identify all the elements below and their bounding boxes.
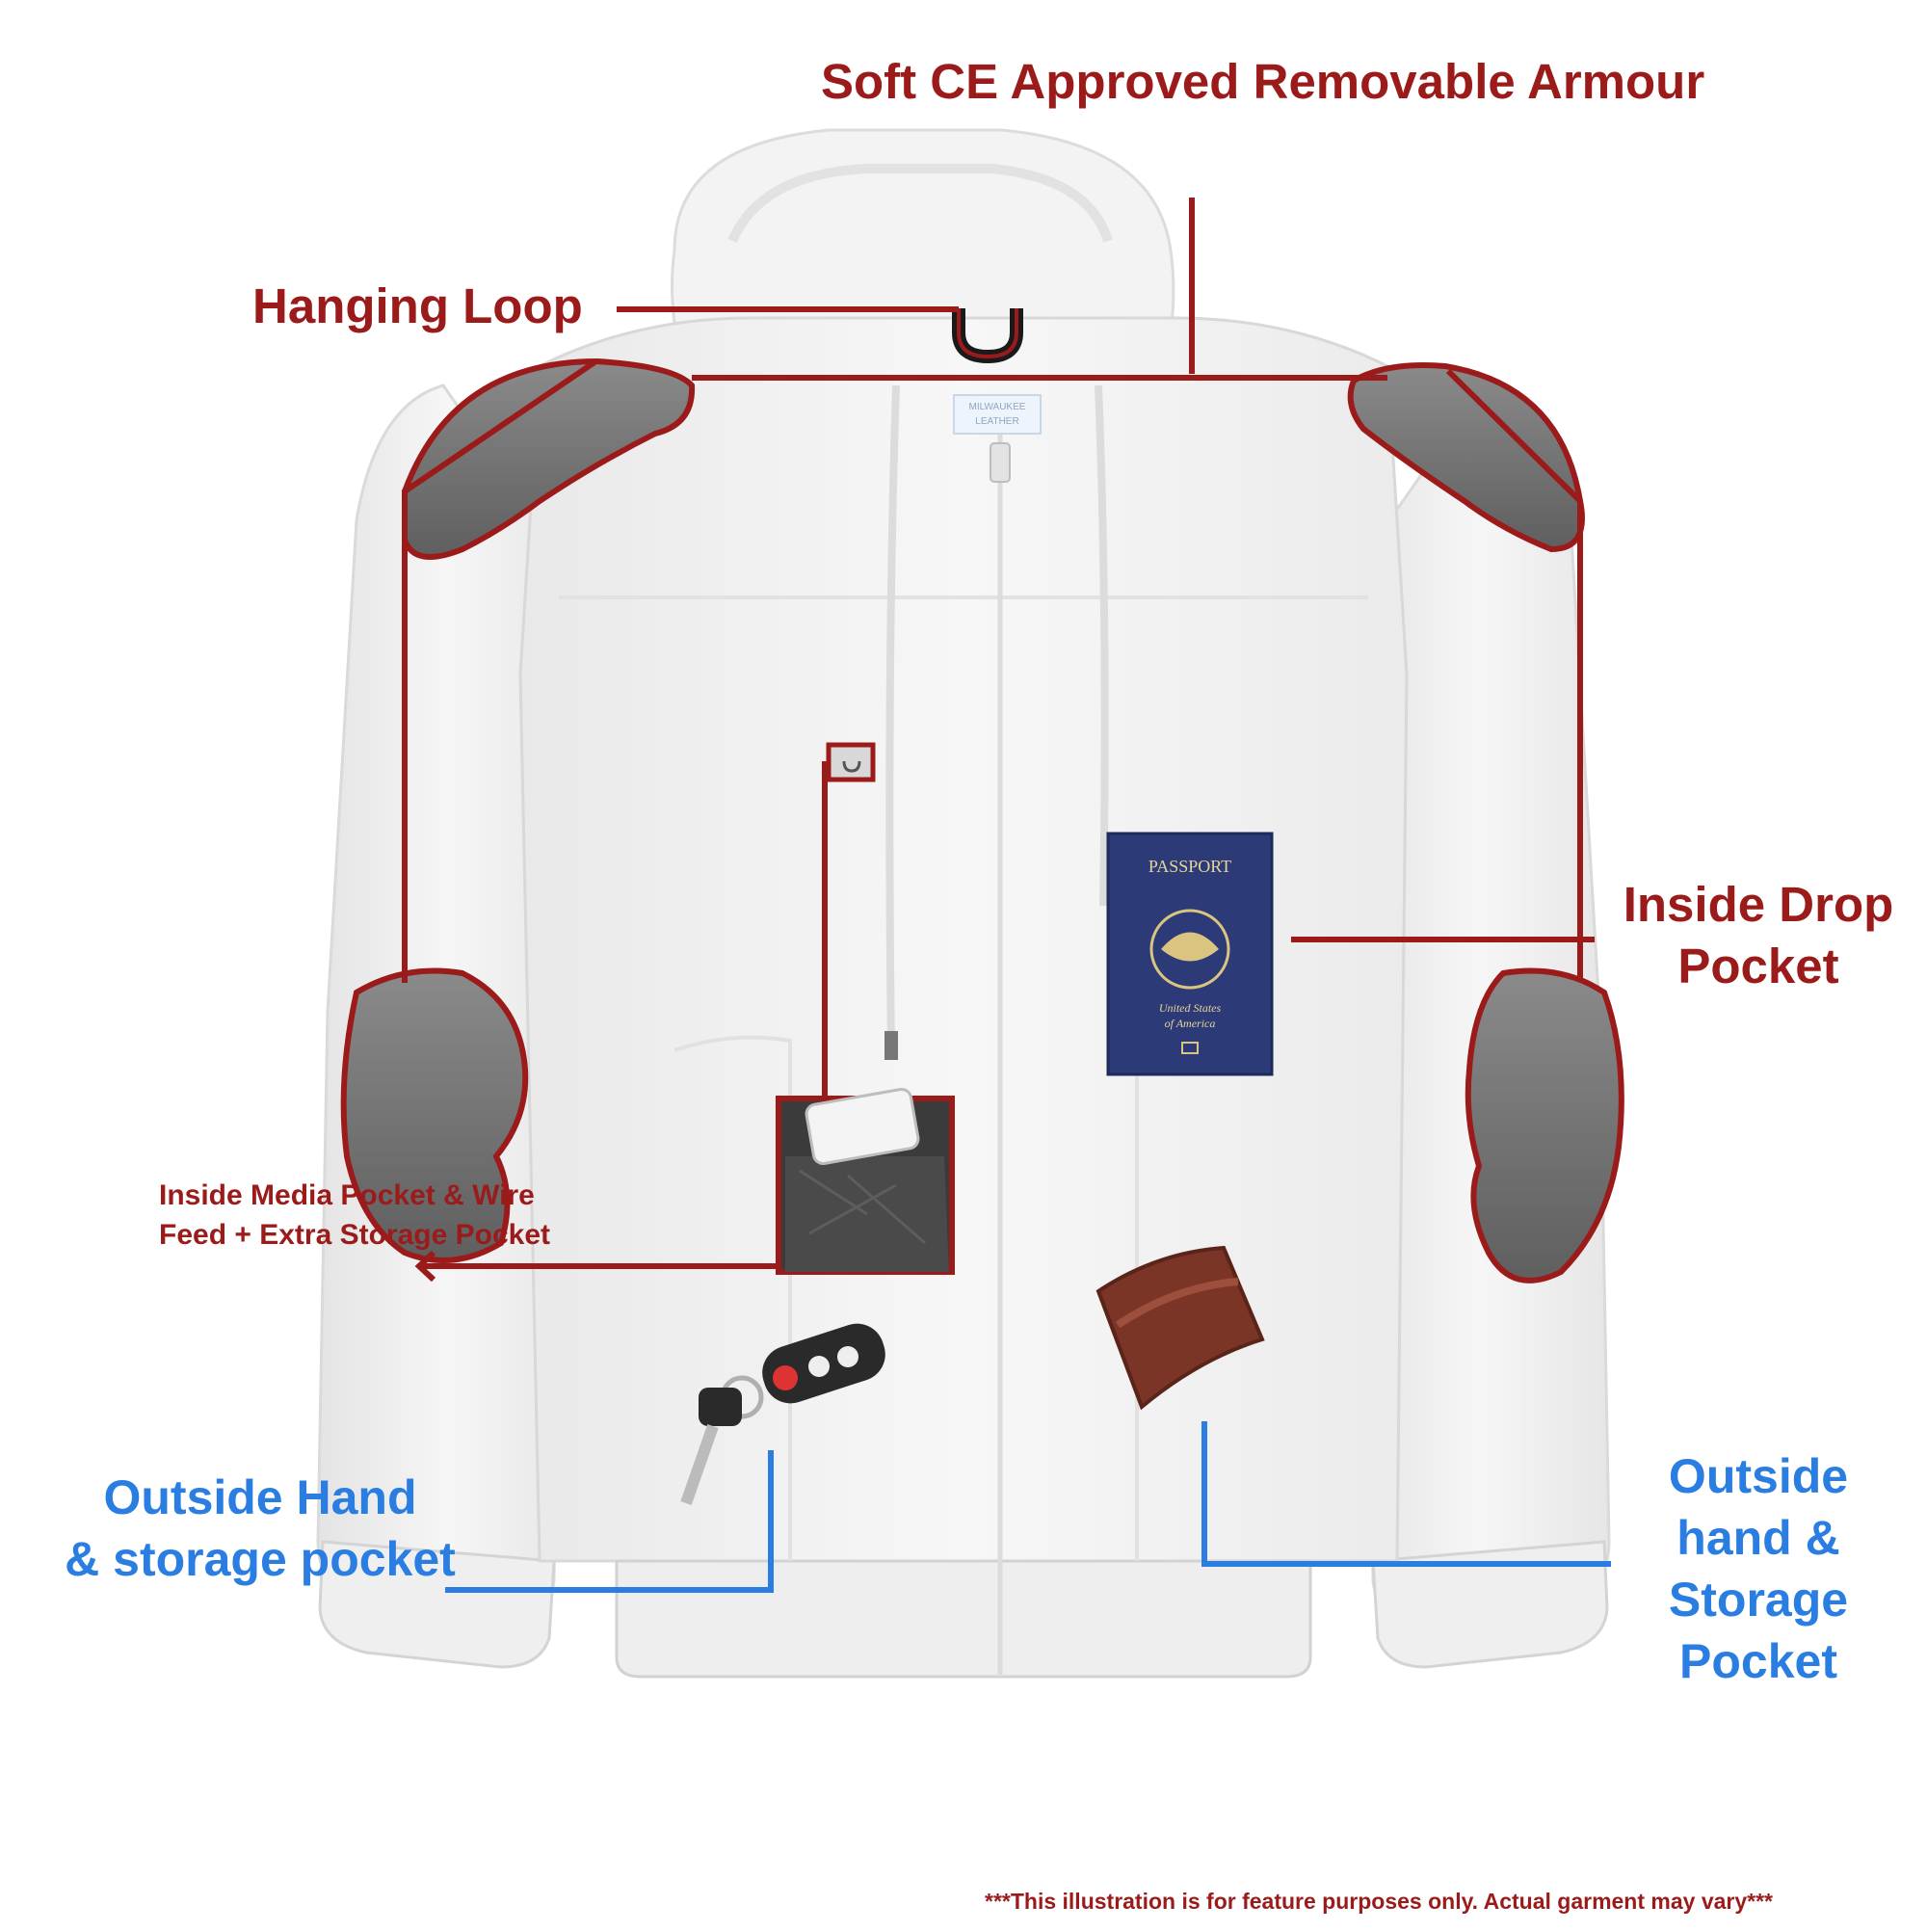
outside-hand-right-label: Outside hand & Storage Pocket <box>1628 1445 1888 1692</box>
shoulder-armour-left <box>402 357 696 560</box>
car-keys-icon <box>680 1323 885 1505</box>
passport: PASSPORT United States of America <box>1106 832 1274 1076</box>
wallet-icon <box>1095 1245 1265 1411</box>
outside-hand-right-label-line1: Outside <box>1668 1449 1849 1503</box>
outside-hand-right-label-line3: Storage <box>1668 1573 1849 1627</box>
inside-drop-label: Inside Drop Pocket <box>1609 874 1908 997</box>
disclaimer-text: ***This illustration is for feature purp… <box>985 1889 1774 1914</box>
elbow-armour-left <box>340 967 529 1263</box>
phone-icon <box>805 1088 920 1165</box>
passport-country-line2: of America <box>1165 1017 1216 1030</box>
brand-tag: MILWAUKEE LEATHER <box>953 394 1042 435</box>
hanging-loop-label: Hanging Loop <box>252 278 583 333</box>
hanging-loop <box>952 308 1023 364</box>
passport-title: PASSPORT <box>1148 857 1231 876</box>
armour-label: Soft CE Approved Removable Armour <box>821 54 1705 109</box>
brand-tag-line1: MILWAUKEE <box>969 402 1026 412</box>
passport-country-line1: United States <box>1159 1001 1222 1015</box>
media-pocket-label: Inside Media Pocket & Wire Feed + Extra … <box>159 1176 550 1255</box>
outside-right-callout-line <box>1201 1421 1611 1567</box>
outside-hand-right-label-line2: hand & <box>1676 1511 1840 1565</box>
shoulder-armour-right <box>1347 362 1585 553</box>
outside-hand-left-label-line1: Outside Hand <box>103 1470 417 1524</box>
brand-tag-line2: LEATHER <box>975 416 1018 427</box>
elbow-armour-right <box>1465 967 1624 1284</box>
inside-drop-label-line2: Pocket <box>1677 939 1839 993</box>
outside-left-callout-line <box>445 1450 774 1593</box>
zipper-pull <box>990 442 1011 483</box>
inside-drop-label-line1: Inside Drop <box>1623 877 1894 932</box>
media-pocket-label-line2: Feed + Extra Storage Pocket <box>159 1219 550 1251</box>
outside-hand-left-label: Outside Hand & storage pocket <box>39 1467 482 1590</box>
media-pocket-callout-line <box>414 761 828 1283</box>
media-pocket-label-line1: Inside Media Pocket & Wire <box>159 1179 535 1211</box>
outside-hand-right-label-line4: Pocket <box>1679 1634 1837 1688</box>
eagle-seal-icon <box>1149 909 1230 990</box>
armour-callout-lines <box>402 198 1583 983</box>
drawstrings <box>884 384 1109 1060</box>
wire-feed-loop <box>826 742 876 782</box>
outside-hand-left-label-line2: & storage pocket <box>65 1532 456 1586</box>
jacket-body <box>518 316 1409 1679</box>
